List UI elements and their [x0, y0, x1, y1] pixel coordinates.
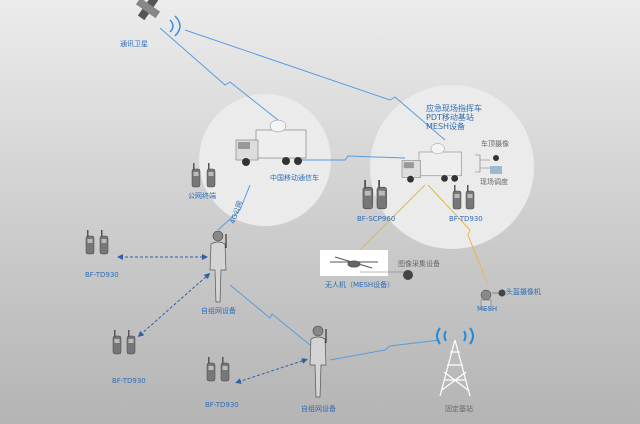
radio-td930-icon: [220, 356, 230, 382]
label-command-3: MESH设备: [426, 122, 466, 131]
roof-camera-icon: [493, 155, 499, 161]
label-mesh: MESH: [477, 305, 498, 313]
label-mobile-truck: 中国移动通信车: [270, 174, 319, 182]
radio-td930-icon: [112, 329, 122, 355]
coverage-circle-mobile: [199, 94, 331, 226]
adhoc-person-icon: [309, 325, 327, 398]
label-td930-right: BF-TD930: [449, 215, 483, 223]
label-td930-c: BF-TD930: [205, 401, 239, 409]
label-drone: 无人机（MESH设备）: [325, 281, 395, 289]
radio-td930-icon: [126, 329, 136, 355]
helmet-camera-icon: [498, 289, 506, 297]
label-scp960: BF-SCP960: [357, 215, 396, 223]
mesh-helmet-person-icon: [480, 289, 492, 301]
phone-icon: [191, 162, 201, 188]
radio-td930-icon: [99, 229, 109, 255]
label-onsite-dispatch: 现场调度: [480, 178, 508, 186]
label-public-terminal: 公网终端: [188, 192, 216, 200]
label-adhoc-2: 自组网设备: [301, 405, 336, 413]
label-roof-camera: 车顶摄像: [481, 140, 509, 148]
label-command-2: PDT移动基站: [426, 113, 474, 122]
base-station-tower-icon: [436, 327, 474, 397]
radio-td930-icon: [206, 356, 216, 382]
wireless-links: [159, 27, 446, 361]
drone-icon: [330, 256, 378, 269]
radio-scp960-icon: [362, 179, 374, 210]
mesh-links: [354, 184, 489, 286]
adhoc-person-icon: [209, 230, 227, 303]
label-command-1: 应急现场指挥车: [426, 104, 482, 113]
label-td930-b: BF-TD930: [112, 377, 146, 385]
label-adhoc-1: 自组网设备: [201, 307, 236, 315]
radio-td930-icon: [85, 229, 95, 255]
satellite-icon: [135, 0, 161, 21]
label-helmet-camera: 头盔摄像机: [506, 288, 541, 296]
direct-radio-links: [117, 254, 308, 384]
satellite-signal-icon: [169, 15, 181, 37]
label-satellite: 通讯卫星: [120, 40, 148, 48]
image-capture-camera-icon: [403, 270, 413, 280]
label-td930-a: BF-TD930: [85, 271, 119, 279]
dispatch-console-icon: [490, 166, 502, 174]
label-base-station: 固定基站: [445, 405, 473, 413]
label-image-device: 图像采集设备: [398, 260, 440, 268]
